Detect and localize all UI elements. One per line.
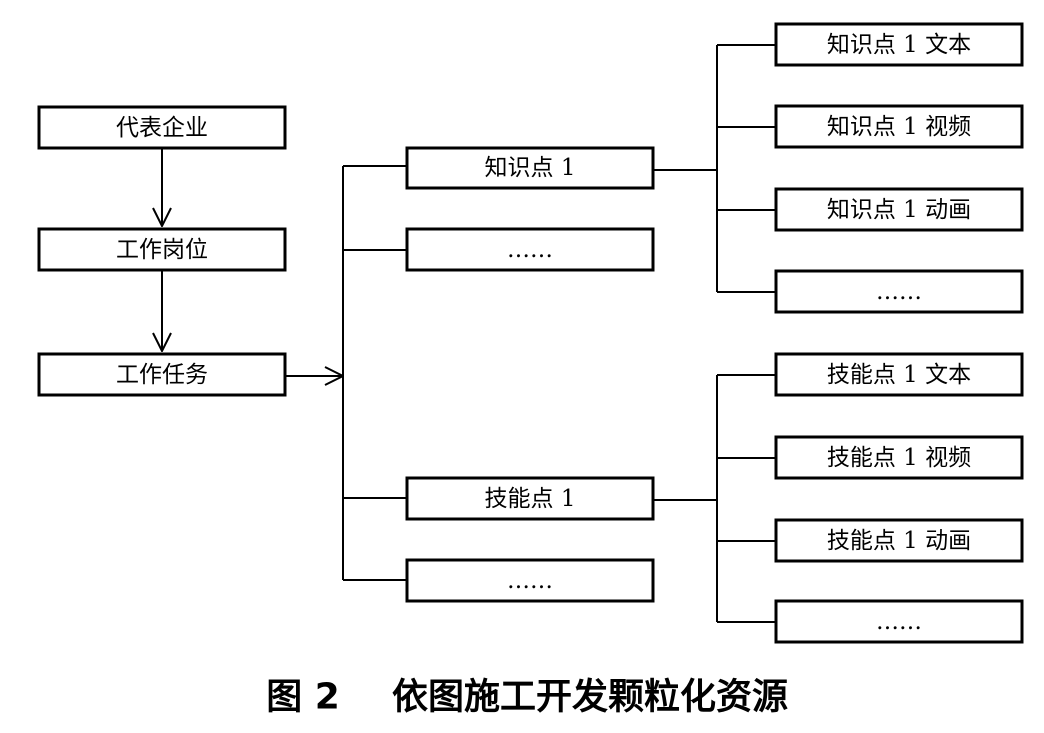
enterprise-box bbox=[37, 105, 287, 150]
task-label: 工作任务 bbox=[116, 362, 208, 388]
figure-caption: 图 2 依图施工开发颗粒化资源 bbox=[266, 677, 788, 718]
knowledge-video-label: 知识点 1 视频 bbox=[827, 114, 971, 140]
knowledge-text-box bbox=[774, 22, 1024, 67]
position-box bbox=[37, 227, 287, 272]
figure-title: 依图施工开发颗粒化资源 bbox=[392, 677, 788, 718]
skill-video-box bbox=[774, 435, 1024, 480]
knowledge-text-node: 知识点 1 文本 bbox=[774, 22, 1024, 67]
knowledge-animation-node: 知识点 1 动画 bbox=[774, 187, 1024, 232]
knowledge-more-box bbox=[405, 227, 655, 272]
knowledge-point-label: 知识点 1 bbox=[485, 155, 576, 181]
skill-more-box bbox=[405, 558, 655, 603]
skill-text-node: 技能点 1 文本 bbox=[774, 352, 1024, 397]
knowledge-resource-more-node: …… bbox=[774, 269, 1024, 314]
task-box bbox=[37, 352, 287, 397]
skill-point-label: 技能点 1 bbox=[485, 486, 576, 512]
skill-resource-more-box bbox=[774, 599, 1024, 644]
knowledge-animation-label: 知识点 1 动画 bbox=[827, 197, 971, 223]
knowledge-resource-more-box bbox=[774, 269, 1024, 314]
skill-animation-label: 技能点 1 动画 bbox=[827, 528, 971, 554]
skill-point-node: 技能点 1 bbox=[405, 476, 655, 521]
skill-resource-more-node: …… bbox=[774, 599, 1024, 644]
skill-animation-box bbox=[774, 518, 1024, 563]
skill-video-node: 技能点 1 视频 bbox=[774, 435, 1024, 480]
skill-point-box bbox=[405, 476, 655, 521]
knowledge-more-label: …… bbox=[507, 237, 553, 263]
figure-number: 图 2 bbox=[266, 677, 340, 718]
knowledge-point-box bbox=[405, 146, 655, 190]
knowledge-more-node: …… bbox=[405, 227, 655, 272]
connectors bbox=[162, 44, 776, 623]
knowledge-resource-more-label: …… bbox=[876, 279, 922, 305]
skill-text-box bbox=[774, 352, 1024, 397]
skill-text-label: 技能点 1 文本 bbox=[827, 362, 971, 388]
knowledge-video-node: 知识点 1 视频 bbox=[774, 104, 1024, 149]
enterprise-label: 代表企业 bbox=[116, 115, 208, 141]
skill-video-label: 技能点 1 视频 bbox=[827, 445, 971, 471]
position-node: 工作岗位 bbox=[37, 227, 287, 272]
enterprise-node: 代表企业 bbox=[37, 105, 287, 150]
skill-more-node: …… bbox=[405, 558, 655, 603]
skill-animation-node: 技能点 1 动画 bbox=[774, 518, 1024, 563]
knowledge-point-node: 知识点 1 bbox=[405, 146, 655, 190]
skill-resource-more-label: …… bbox=[876, 609, 922, 635]
position-label: 工作岗位 bbox=[116, 237, 208, 263]
knowledge-animation-box bbox=[774, 187, 1024, 232]
skill-more-label: …… bbox=[507, 568, 553, 594]
knowledge-video-box bbox=[774, 104, 1024, 149]
knowledge-text-label: 知识点 1 文本 bbox=[827, 32, 971, 58]
task-node: 工作任务 bbox=[37, 352, 287, 397]
